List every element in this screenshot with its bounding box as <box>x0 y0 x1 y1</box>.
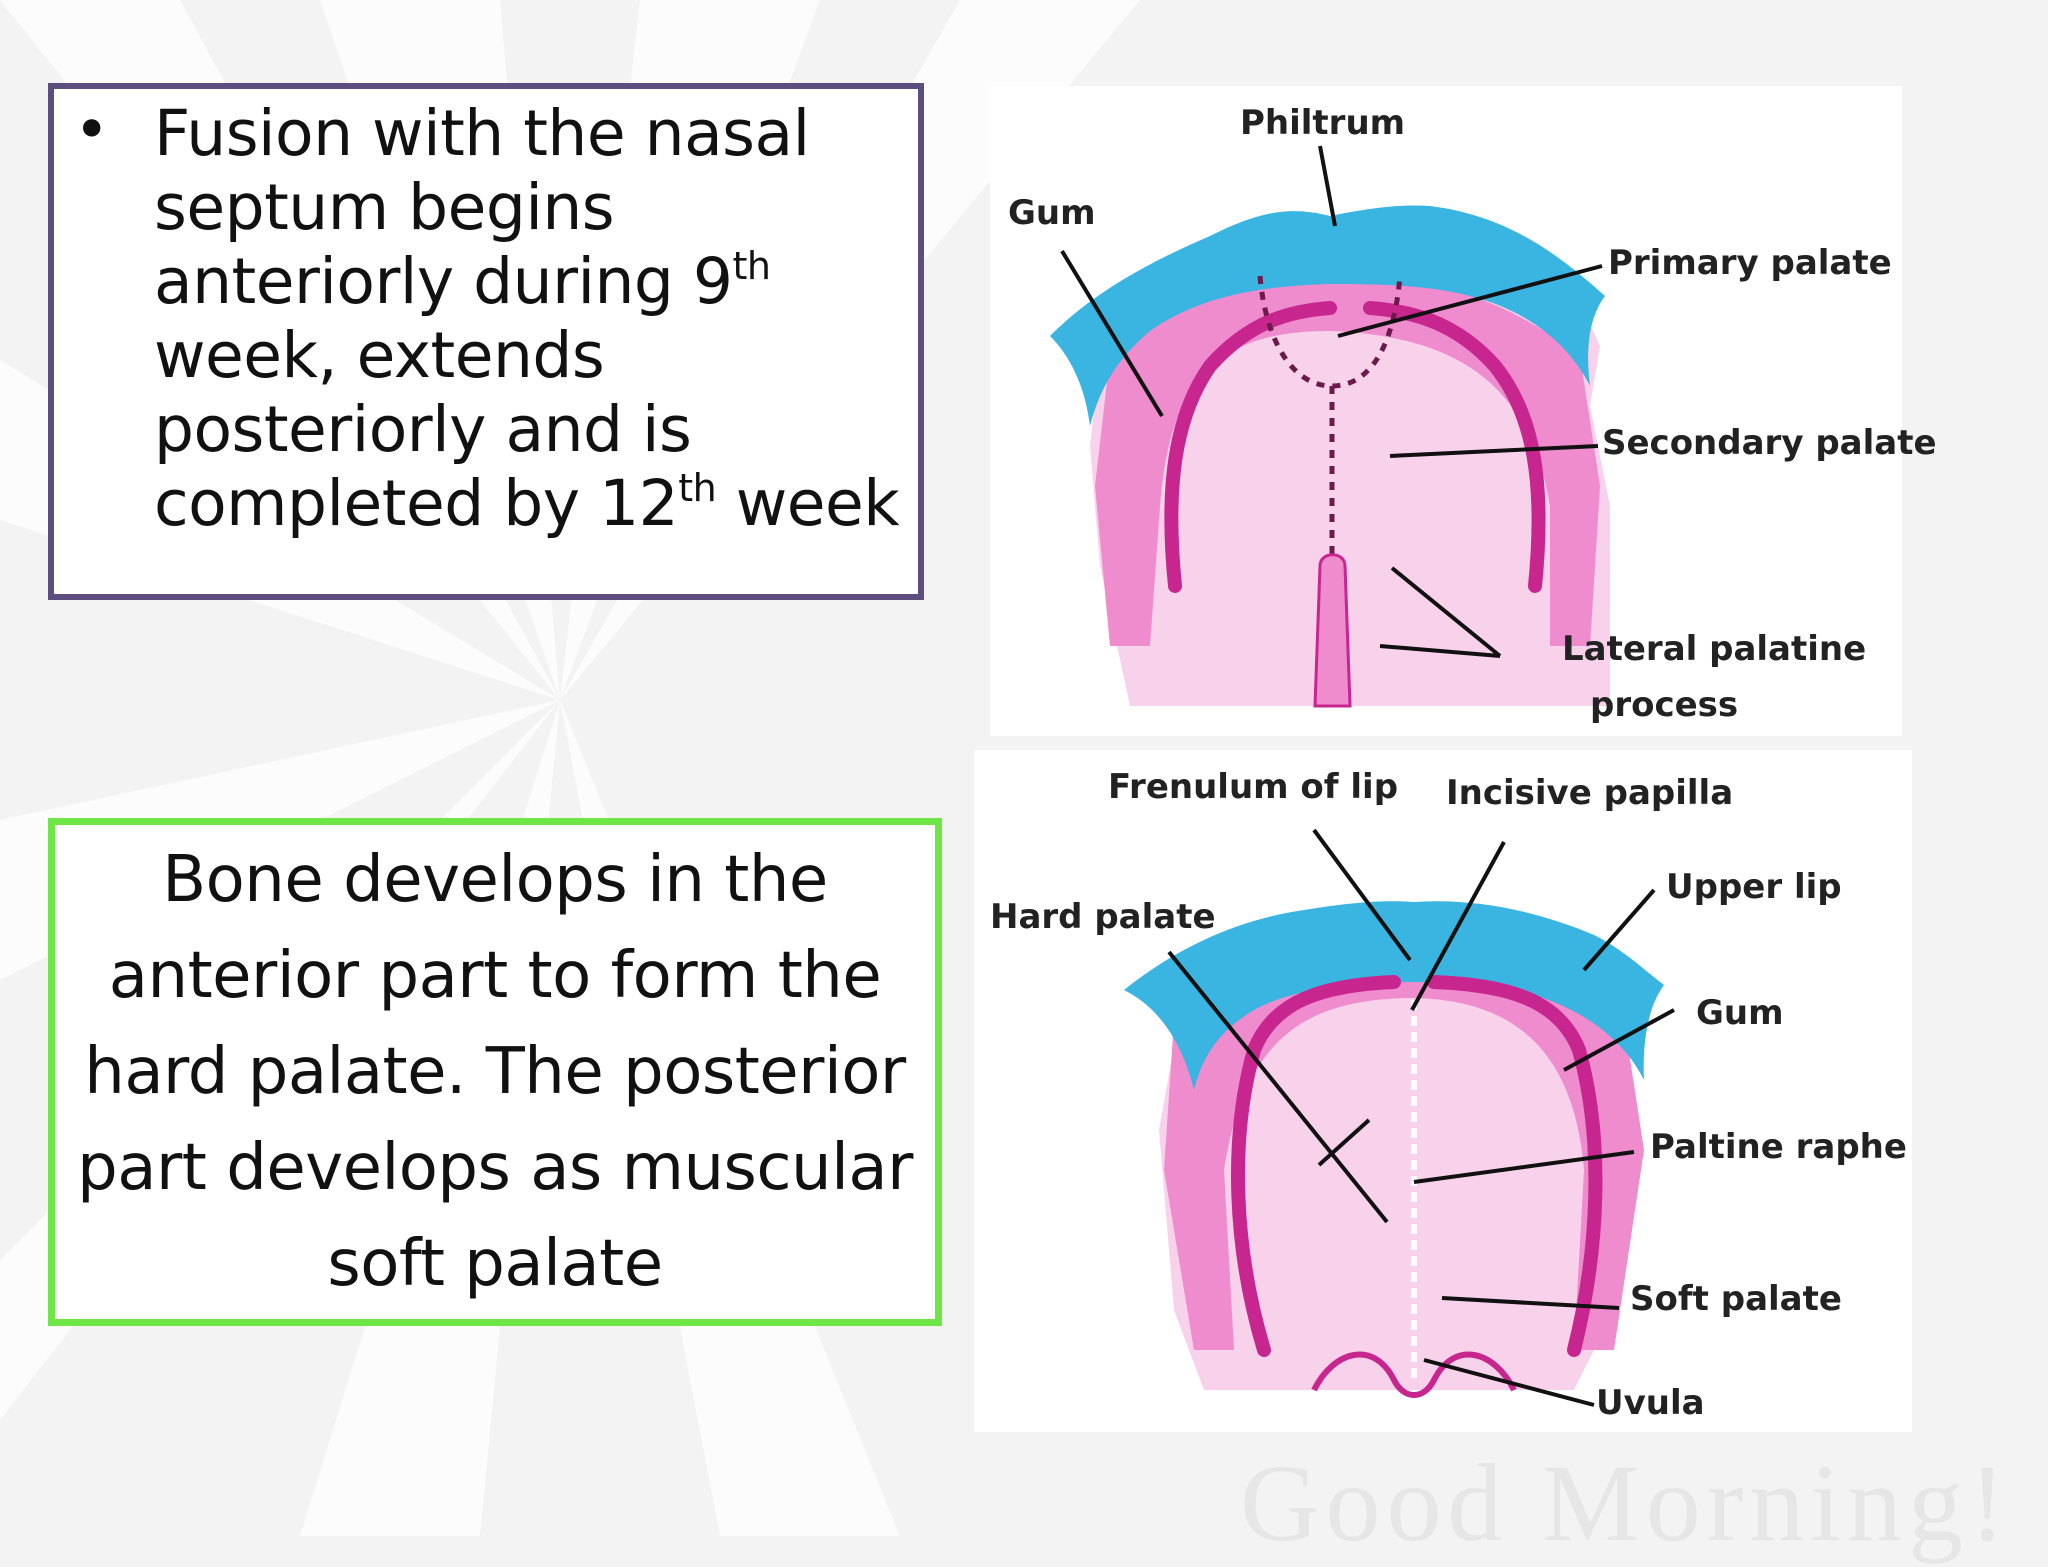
developing-palate-diagram: Philtrum Gum Primary palate Secondary pa… <box>990 86 1937 736</box>
definitive-palate-drawing <box>1124 828 1675 1407</box>
fusion-line-2: septum begins <box>154 171 615 244</box>
fusion-line-6-superscript: th <box>678 466 717 510</box>
fusion-line-4: week, extends <box>154 319 605 392</box>
nasal-septum <box>1313 553 1352 708</box>
label-secondary-palate: Secondary palate <box>1602 423 1937 463</box>
lip-rim <box>1050 205 1605 426</box>
bone-line-2: anterior part to form the <box>108 939 882 1013</box>
lateral-palatine-leader-1 <box>1390 566 1502 658</box>
gum-top-leader <box>1060 249 1164 418</box>
fusion-line-6: completed by 12 <box>154 467 679 540</box>
gum-bottom-leader <box>1563 1008 1675 1072</box>
label-uvula: Uvula <box>1596 1383 1705 1423</box>
bone-line-1: Bone develops in the <box>162 843 828 917</box>
palate-ridge-right <box>1427 975 1603 1357</box>
label-incisive-papilla: Incisive papilla <box>1446 773 1734 813</box>
hard-palate-leader-1 <box>1167 950 1389 1224</box>
label-soft-palate: Soft palate <box>1630 1279 1842 1319</box>
developing-palate-drawing <box>1050 145 1610 708</box>
soft-palate-leader <box>1441 1296 1620 1310</box>
palate-ridge-left <box>1231 975 1401 1357</box>
bone-text-box: Bone develops in the anterior part to fo… <box>48 818 942 1326</box>
palatine-raphe-leader <box>1413 1150 1635 1184</box>
uvula-shape <box>1311 1351 1517 1398</box>
fusion-line-3: anteriorly during 9 <box>154 245 733 318</box>
frenulum-leader <box>1312 828 1412 962</box>
primary-palate-dashes <box>1257 275 1403 389</box>
fusion-bullet-item: • Fusion with the nasal septum begins an… <box>54 89 918 541</box>
fusion-line-5: posteriorly and is <box>154 393 692 466</box>
bone-paragraph: Bone develops in the anterior part to fo… <box>77 832 913 1312</box>
bone-line-3: hard palate. The posterior <box>84 1035 906 1109</box>
palate-ridge-left <box>1164 301 1337 593</box>
incisive-papilla-leader <box>1410 841 1506 1011</box>
label-lateral-palatine: Lateral palatine <box>1562 629 1867 669</box>
label-frenulum-of-lip: Frenulum of lip <box>1108 767 1399 807</box>
bone-line-4: part develops as muscular <box>77 1131 913 1205</box>
label-gum-bottom: Gum <box>1696 993 1784 1033</box>
label-palatine-raphe: Paltine raphe <box>1650 1127 1907 1167</box>
label-philtrum: Philtrum <box>1240 103 1406 143</box>
watermark-text: Good Morning! <box>1240 1442 2012 1564</box>
fusion-line-6-end: week <box>716 467 900 540</box>
lateral-palatine-leader-2 <box>1379 644 1501 658</box>
label-hard-palate: Hard palate <box>990 897 1216 937</box>
label-lateral-palatine-process: process <box>1590 685 1739 725</box>
primary-palate-leader <box>1337 264 1603 338</box>
philtrum-leader <box>1318 145 1337 227</box>
secondary-palate-leader <box>1389 444 1599 458</box>
fusion-line-1: Fusion with the nasal <box>154 97 810 170</box>
uvula-leader <box>1423 1358 1595 1407</box>
bone-line-5: soft palate <box>327 1227 663 1301</box>
lip-rim <box>1124 901 1664 1090</box>
palate-pink-band <box>1095 276 1600 646</box>
fusion-text-box: • Fusion with the nasal septum begins an… <box>48 83 924 600</box>
label-primary-palate: Primary palate <box>1608 243 1892 283</box>
definitive-palate-diagram: Frenulum of lip Incisive papilla Hard pa… <box>974 750 1912 1432</box>
fusion-line-3-superscript: th <box>732 244 771 288</box>
label-gum-top: Gum <box>1008 193 1096 233</box>
upper-lip-leader <box>1582 888 1656 972</box>
bullet-icon: • <box>74 95 109 165</box>
hard-palate-leader-2 <box>1317 1118 1371 1167</box>
label-upper-lip: Upper lip <box>1666 867 1842 907</box>
